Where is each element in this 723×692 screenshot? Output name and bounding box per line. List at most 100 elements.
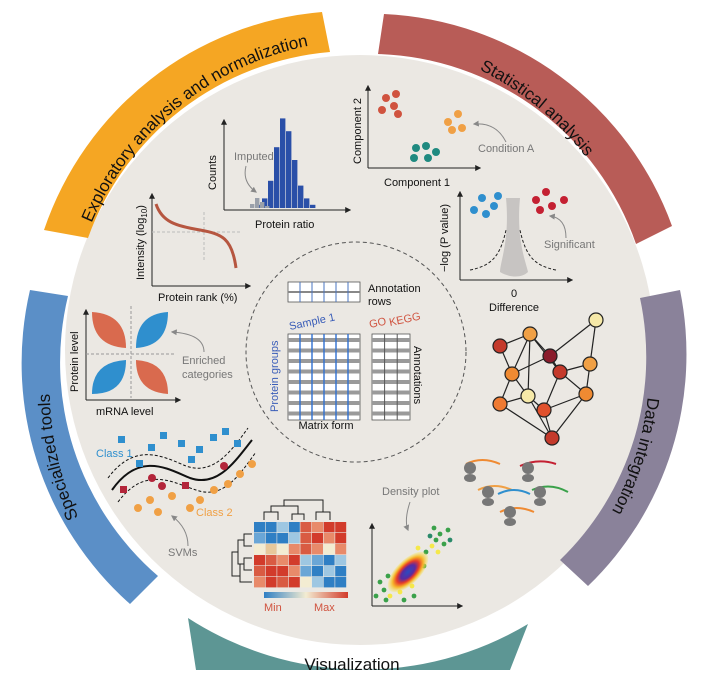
heatmap bbox=[254, 522, 347, 588]
heatmap-cell bbox=[265, 555, 277, 566]
volcano-chart bbox=[457, 188, 574, 283]
rank-chart bbox=[149, 192, 252, 289]
annotation-rows-block bbox=[287, 281, 361, 303]
segment-exploratory bbox=[44, 12, 330, 238]
condition-a-arrow bbox=[472, 120, 507, 143]
annotation-row bbox=[372, 390, 410, 395]
heatmap-cell bbox=[312, 522, 323, 533]
rank-ylabel: Intensity (log10) bbox=[135, 205, 149, 280]
histogram-bar bbox=[268, 180, 274, 208]
heatmap-cell bbox=[335, 555, 347, 566]
annotation-row bbox=[372, 348, 410, 353]
condition-a-label: Condition A bbox=[478, 143, 535, 155]
heatmap-cell bbox=[288, 522, 300, 533]
heatmap-cell bbox=[288, 555, 300, 566]
heatmap-cell bbox=[277, 566, 289, 577]
annotation-row bbox=[372, 401, 410, 405]
heatmap-dendrogram bbox=[231, 499, 331, 583]
svms-arrow bbox=[171, 515, 189, 547]
heatmap-cell bbox=[335, 566, 347, 577]
rank-xlabel: Protein rank (%) bbox=[158, 292, 237, 304]
annotation-row bbox=[372, 380, 410, 384]
density-chart bbox=[369, 522, 464, 609]
volcano-ylabel: −log (P value) bbox=[439, 204, 451, 272]
imputed-arrow bbox=[244, 165, 257, 193]
heatmap-cell bbox=[277, 555, 289, 566]
density-point bbox=[445, 527, 451, 533]
heatmap-cell bbox=[323, 522, 335, 533]
annotations-label: Annotations bbox=[411, 346, 423, 405]
histogram-imputed-bar bbox=[260, 202, 265, 208]
density-point bbox=[415, 545, 421, 551]
histogram-imputed-bar bbox=[250, 204, 255, 208]
density-point bbox=[431, 525, 437, 531]
density-point bbox=[435, 549, 441, 555]
heatmap-cell bbox=[335, 533, 347, 544]
categories-label: categories bbox=[182, 369, 233, 381]
enriched-label: Enriched bbox=[182, 355, 225, 367]
heatmap-max-label: Max bbox=[314, 602, 335, 614]
histogram-bar bbox=[292, 160, 298, 208]
heatmap-cell bbox=[288, 566, 300, 577]
density-point bbox=[447, 537, 453, 543]
heatmap-cell bbox=[254, 533, 265, 544]
class1-label: Class 1 bbox=[96, 448, 133, 460]
heatmap-cell bbox=[288, 577, 300, 588]
histogram-bar bbox=[298, 185, 304, 208]
histogram-chart bbox=[221, 118, 352, 213]
density-point bbox=[383, 597, 389, 603]
segment-label-visualization: Visualization bbox=[304, 655, 399, 674]
heatmap-cell bbox=[300, 555, 312, 566]
density-point bbox=[433, 537, 439, 543]
histogram-bar bbox=[304, 198, 310, 208]
heatmap-cell bbox=[300, 533, 312, 544]
segment-visualization bbox=[188, 618, 528, 670]
heatmap-cell bbox=[300, 577, 312, 588]
histogram-xlabel: Protein ratio bbox=[255, 219, 314, 231]
heatmap-cell bbox=[312, 533, 323, 544]
matrix-block bbox=[287, 333, 361, 421]
heatmap-cell bbox=[277, 533, 289, 544]
matrix-form-label: Matrix form bbox=[299, 420, 354, 432]
heatmap-cell bbox=[254, 577, 265, 588]
annotation-row bbox=[372, 369, 410, 374]
density-point bbox=[373, 593, 379, 599]
histogram-bar bbox=[280, 118, 286, 208]
heatmap-cell bbox=[300, 566, 312, 577]
imputed-label: Imputed bbox=[234, 151, 274, 163]
density-label: Density plot bbox=[382, 486, 439, 498]
volcano-xlabel: Difference bbox=[489, 302, 539, 314]
annotation-frame bbox=[371, 333, 411, 421]
heatmap-min-label: Min bbox=[264, 602, 282, 614]
heatmap-cell bbox=[254, 522, 265, 533]
heatmap-cell bbox=[323, 577, 335, 588]
annotation-rows-label: Annotation bbox=[368, 283, 421, 295]
heatmap-cell bbox=[265, 533, 277, 544]
density-point bbox=[387, 593, 393, 599]
heatmap-cell bbox=[335, 544, 347, 555]
protein-groups-label: Protein groups bbox=[269, 340, 281, 412]
histogram-bar bbox=[274, 147, 280, 208]
heatmap-cell bbox=[254, 566, 265, 577]
heatmap-cell bbox=[335, 577, 347, 588]
density-point bbox=[429, 543, 435, 549]
heatmap-cell bbox=[265, 522, 277, 533]
annotation-column-block bbox=[371, 333, 411, 421]
heatmap-cell bbox=[323, 544, 335, 555]
density-point bbox=[441, 541, 447, 547]
heatmap-cell bbox=[312, 544, 323, 555]
heatmap-cell bbox=[323, 555, 335, 566]
histogram-bar bbox=[286, 131, 292, 208]
density-point bbox=[381, 587, 387, 593]
segment-specialized bbox=[21, 290, 158, 604]
histogram-imputed-bar bbox=[255, 198, 260, 208]
svms-label: SVMs bbox=[168, 547, 198, 559]
histogram-bar bbox=[262, 198, 268, 208]
pca-xlabel: Component 1 bbox=[384, 177, 450, 189]
quadrant-ylabel: Protein level bbox=[69, 331, 81, 392]
heatmap-cell bbox=[312, 577, 323, 588]
integration-icons bbox=[464, 459, 569, 526]
annotation-row bbox=[372, 338, 410, 342]
heatmap-cell bbox=[277, 544, 289, 555]
